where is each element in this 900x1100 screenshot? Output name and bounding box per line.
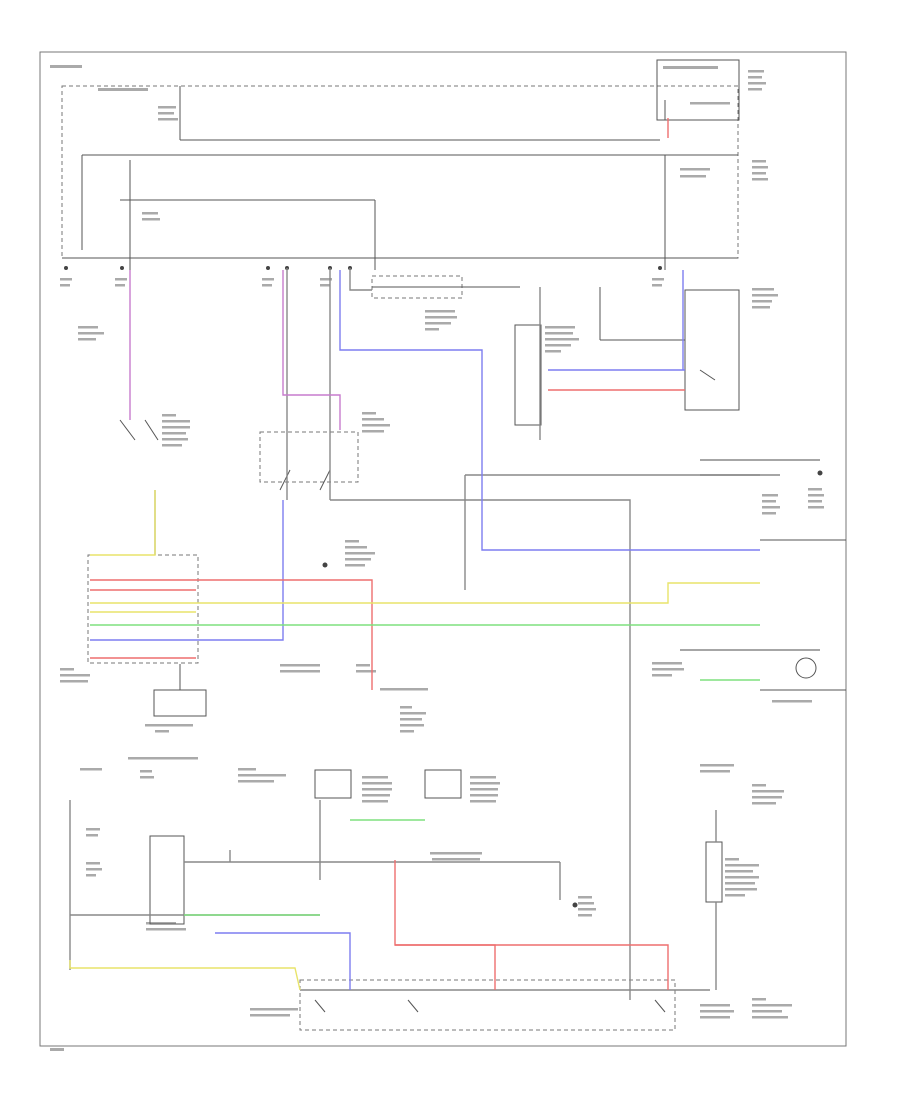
blue-wires — [90, 270, 760, 990]
pressure-switch-2 — [424, 769, 462, 799]
top-relay-box — [656, 59, 740, 121]
pressure-switch-1 — [314, 769, 352, 799]
compressor-box — [705, 841, 723, 903]
ac-amplifier — [149, 835, 185, 925]
label-marks — [50, 65, 824, 1051]
red-wires — [90, 118, 685, 990]
blower-resistor — [514, 324, 542, 426]
relay-box-bottom-left — [153, 689, 207, 717]
green-wires — [90, 624, 760, 916]
blower-switch-box — [684, 289, 740, 411]
violet-wires — [129, 270, 341, 430]
grey-wires — [69, 268, 820, 1000]
fuse-terminals — [64, 266, 662, 270]
fuse-box-outline — [61, 85, 739, 259]
ac-relay-outline — [259, 431, 359, 483]
diagram-frame — [39, 51, 847, 1047]
switch-contacts — [119, 369, 716, 1013]
ground-points — [322, 470, 823, 908]
left-connector-outline — [87, 554, 199, 664]
bottom-switch-row — [299, 979, 676, 1031]
sensor-symbol — [795, 657, 817, 679]
yellow-wires — [69, 490, 760, 991]
